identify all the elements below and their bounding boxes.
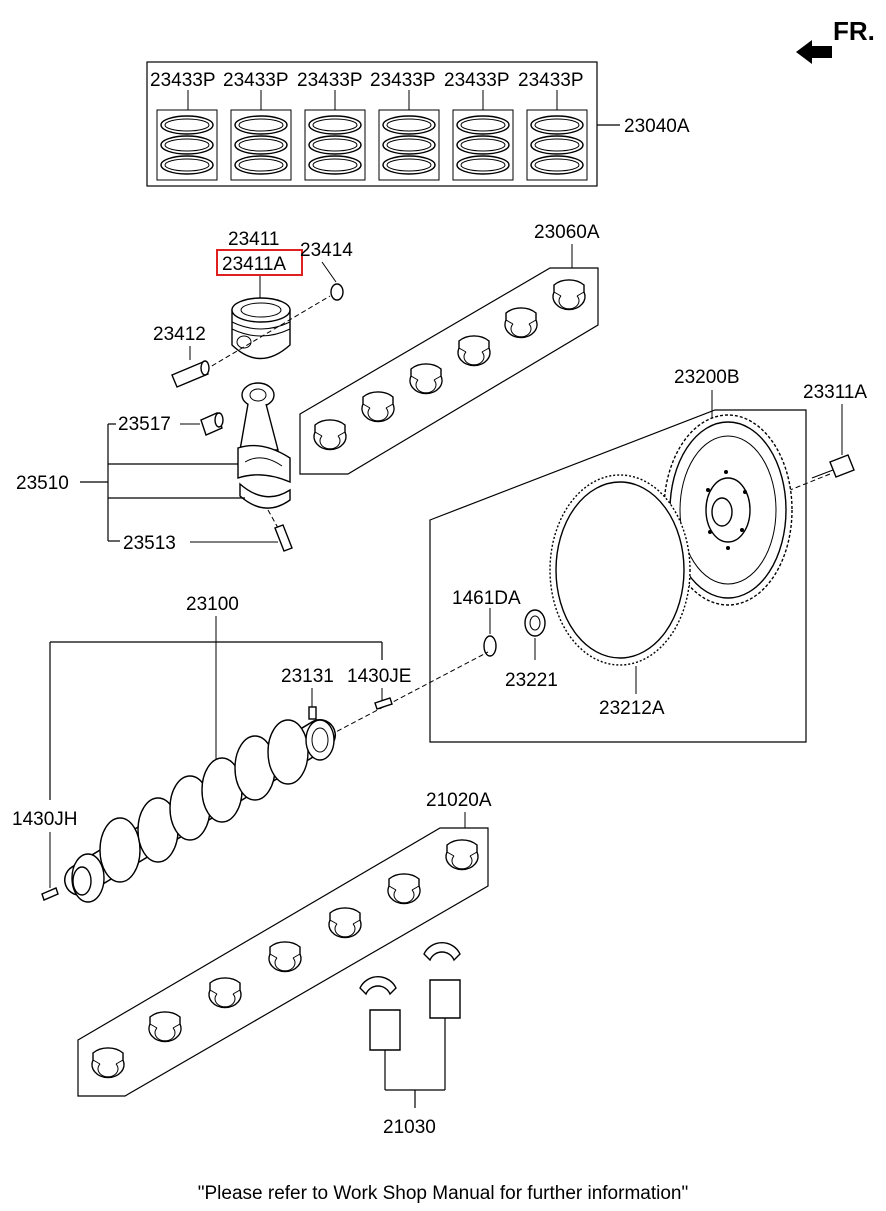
label-23131: 23131 [281, 666, 334, 687]
main-bearing-set: 21020A [77, 790, 492, 1097]
small-end-bushing [200, 412, 224, 436]
crankshaft-group: 23100 1430JE 23131 1430JH [12, 594, 489, 903]
conrod-bearing-set: 23060A [299, 222, 600, 475]
crankshaft [64, 719, 336, 903]
label-23517: 23517 [118, 414, 171, 435]
label-23433p-6: 23433P [518, 70, 584, 91]
label-23412: 23412 [153, 324, 206, 345]
footer-note: "Please refer to Work Shop Manual for fu… [198, 1183, 688, 1204]
label-23221: 23221 [505, 670, 558, 691]
piston-pin [171, 360, 210, 388]
label-1430jh: 1430JH [12, 809, 78, 830]
rod-bolt [274, 524, 293, 552]
piston [231, 297, 291, 360]
ring-gear [549, 474, 691, 666]
label-23200b: 23200B [674, 367, 740, 388]
crank-pin-je [374, 697, 393, 710]
arrow-icon [796, 40, 832, 64]
snap-ring [330, 283, 344, 301]
thrust-washer-1 [359, 976, 401, 1051]
crank-key [308, 706, 317, 720]
ring-cell-4 [378, 90, 440, 181]
label-1430je: 1430JE [347, 666, 411, 687]
ring-cell-6 [526, 90, 588, 181]
connecting-rod [237, 382, 291, 484]
label-23311a: 23311A [803, 382, 867, 403]
label-23411: 23411 [228, 229, 279, 250]
flywheel-bolt [811, 454, 855, 479]
orientation-label: FR. [833, 16, 875, 46]
label-23433p-3: 23433P [297, 70, 363, 91]
piston-group: 23411 23411A 23414 23412 [153, 229, 353, 388]
label-23060a: 23060A [534, 222, 600, 243]
ring-cell-1 [156, 90, 218, 181]
thrust-bearing-group: 21030 [359, 942, 461, 1138]
rod-cap [239, 482, 291, 509]
label-23433p-2: 23433P [223, 70, 289, 91]
flywheel-group: 23200B 23311A 23212A [429, 367, 867, 743]
dowel [483, 635, 497, 657]
label-1461da: 1461DA [452, 588, 521, 609]
label-23040a: 23040A [624, 116, 690, 137]
label-23414: 23414 [300, 240, 353, 261]
label-23433p-5: 23433P [444, 70, 510, 91]
connecting-rod-group: 23517 23510 23513 [16, 382, 293, 554]
label-23510: 23510 [16, 473, 69, 494]
label-23513: 23513 [123, 533, 176, 554]
thrust-washer-2 [423, 942, 461, 1019]
piston-ring-set: 23433P 23433P 23433P 23433P 23433P 23433… [146, 61, 690, 187]
ring-cell-5 [452, 90, 514, 181]
label-23433p-1: 23433P [150, 70, 216, 91]
pilot-bearing [524, 609, 546, 637]
label-21020a: 21020A [426, 790, 492, 811]
ring-cell-2 [230, 90, 292, 181]
label-23411a: 23411A [222, 254, 286, 275]
ring-cell-3 [304, 90, 366, 181]
label-21030: 21030 [383, 1117, 436, 1138]
highlight-box [216, 249, 303, 276]
label-23433p-4: 23433P [370, 70, 436, 91]
flywheel [663, 414, 793, 606]
label-23212a: 23212A [599, 698, 665, 719]
label-23100: 23100 [186, 594, 239, 615]
crank-pin-jh [41, 887, 59, 901]
orientation-indicator: FR. [796, 16, 875, 64]
